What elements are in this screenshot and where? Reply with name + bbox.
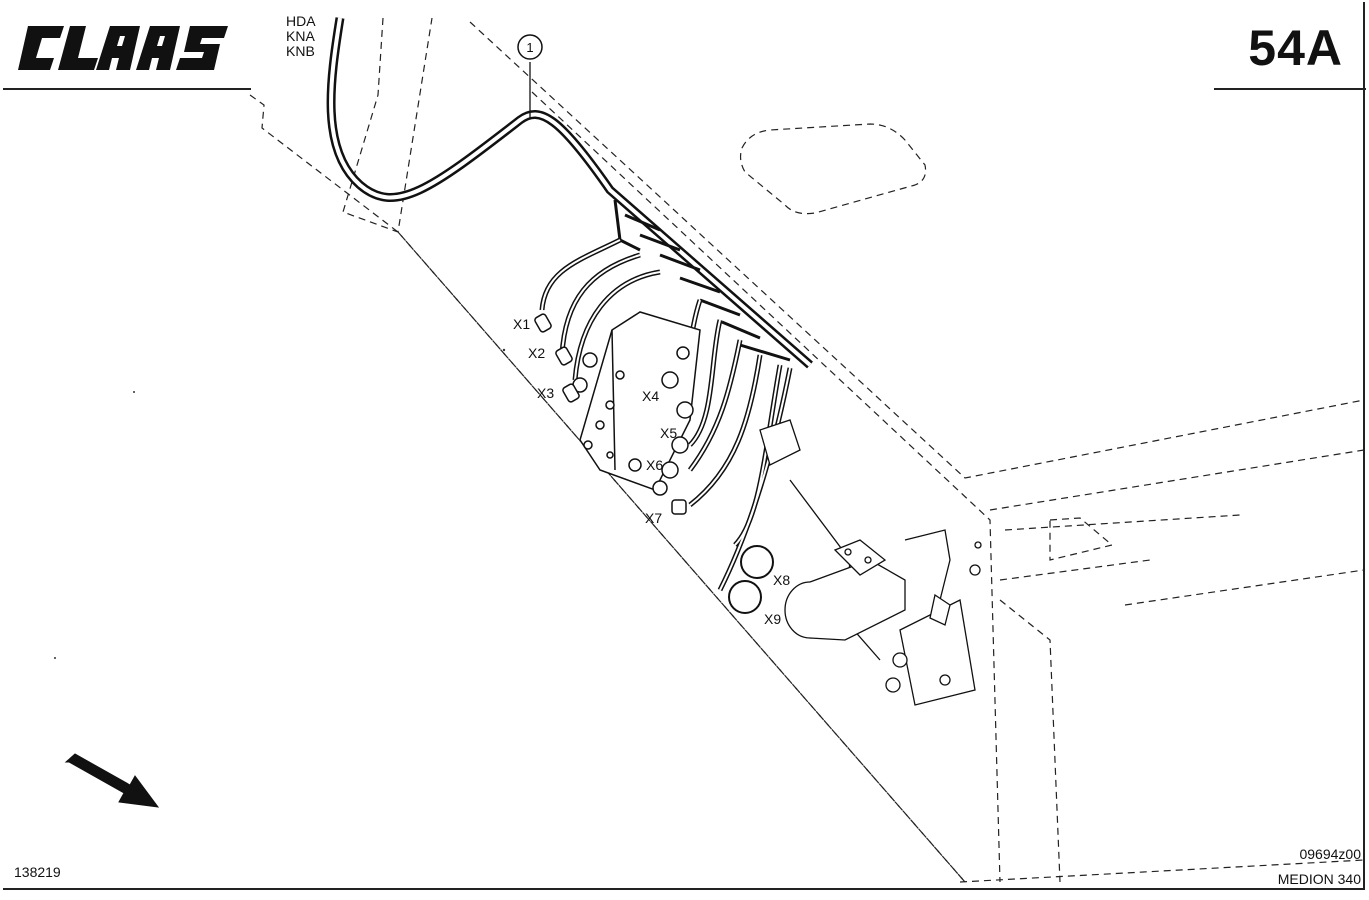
valve-block bbox=[572, 311, 701, 496]
variant-code-kna: KNA bbox=[286, 28, 315, 44]
variant-code-hda: HDA bbox=[286, 13, 316, 29]
sheet-number: 138219 bbox=[14, 864, 61, 880]
connector-labels: X1 X2 X3 X4 X5 X6 X7 X8 X9 bbox=[513, 316, 790, 627]
callout-item-1-label: 1 bbox=[526, 40, 533, 55]
label-x8: X8 bbox=[773, 572, 790, 588]
direction-arrow bbox=[64, 753, 160, 808]
model-name: MEDION 340 bbox=[1277, 871, 1361, 887]
label-x5: X5 bbox=[660, 425, 677, 441]
label-x4: X4 bbox=[642, 388, 659, 404]
variant-codes: HDA KNA KNB bbox=[286, 14, 316, 59]
hydraulic-motor bbox=[759, 419, 982, 706]
variant-code-knb: KNB bbox=[286, 43, 315, 59]
header-rule-left bbox=[3, 88, 251, 90]
header-rule-right bbox=[1214, 88, 1366, 90]
label-x9: X9 bbox=[764, 611, 781, 627]
label-x7: X7 bbox=[645, 510, 662, 526]
frame-outline-dashed bbox=[249, 17, 1365, 883]
claas-logo bbox=[18, 26, 228, 70]
scan-specks bbox=[54, 348, 506, 659]
label-x2: X2 bbox=[528, 345, 545, 361]
page-code: 54A bbox=[1248, 20, 1343, 76]
footer-right: 09694z00 MEDION 340 bbox=[1278, 842, 1361, 892]
hose-caps bbox=[728, 545, 774, 614]
branch-hoses-inner bbox=[541, 239, 791, 591]
connector-fittings bbox=[534, 313, 687, 515]
callout-item-1: 1 bbox=[517, 34, 543, 118]
drawing-number: 09694z00 bbox=[1299, 846, 1361, 862]
label-x1: X1 bbox=[513, 316, 530, 332]
main-hose-bundle bbox=[326, 17, 813, 369]
label-x6: X6 bbox=[646, 457, 663, 473]
label-x3: X3 bbox=[537, 385, 554, 401]
drawing-frame bbox=[3, 2, 1365, 890]
